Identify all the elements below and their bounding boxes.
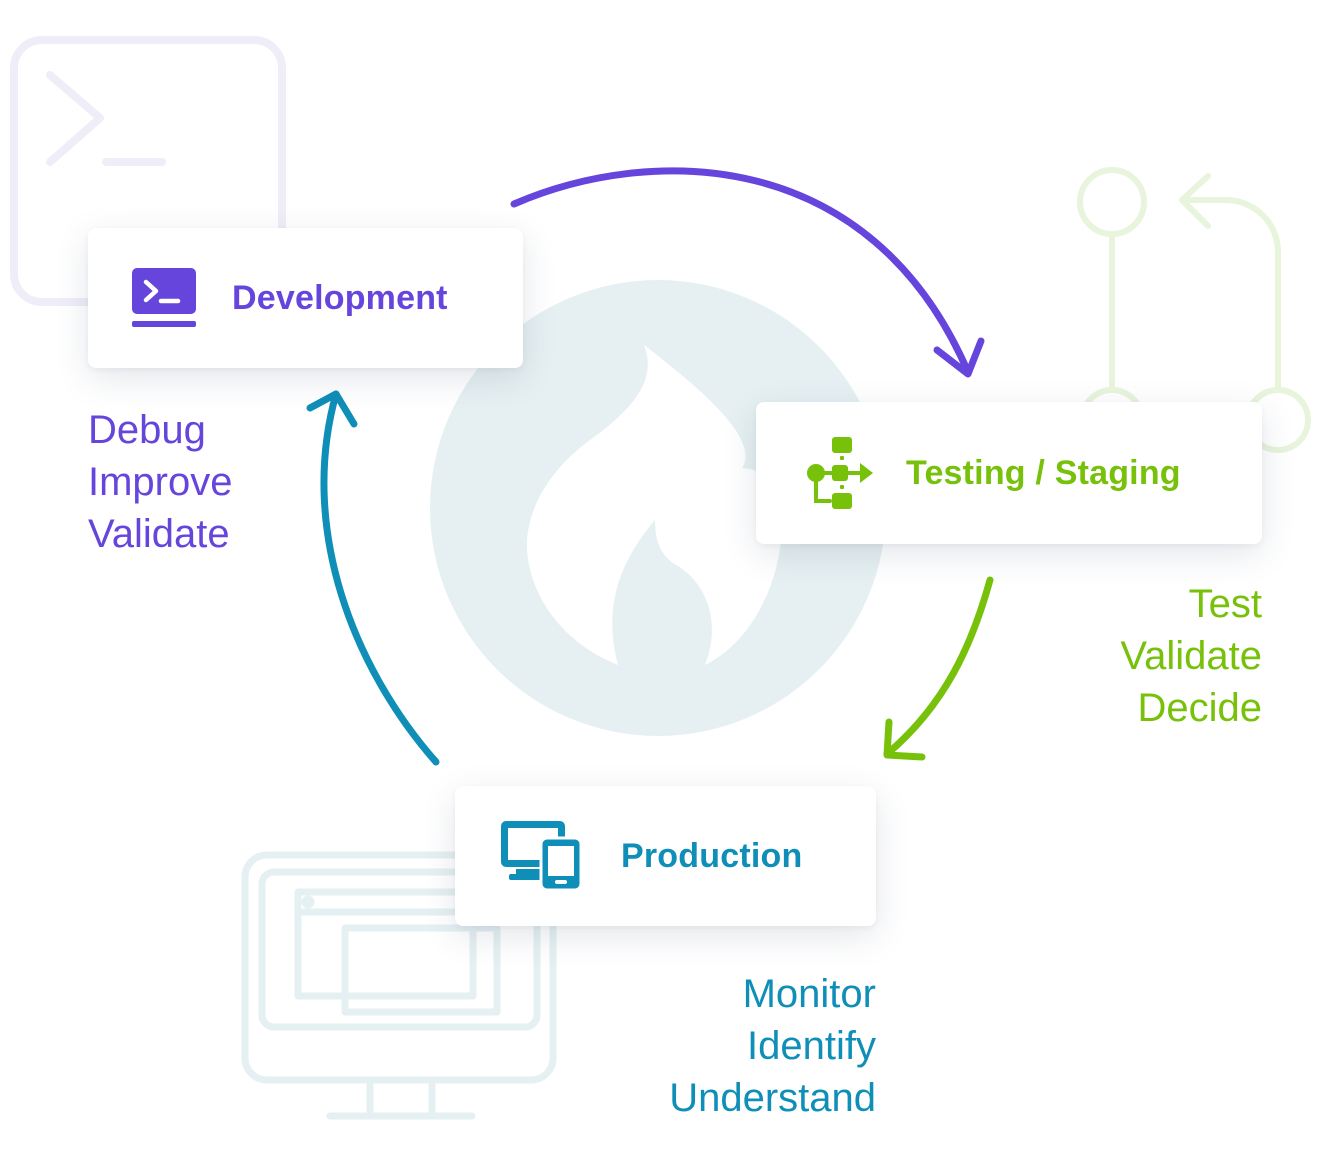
terminal-icon: [132, 268, 196, 327]
development-label: Development: [232, 278, 448, 317]
arrow-development-to-testing: [510, 167, 985, 378]
flame-icon: [526, 345, 782, 665]
arrow-testing-to-production: [883, 576, 994, 761]
testing-notes: Test Validate Decide: [1120, 578, 1262, 734]
production-note: Understand: [669, 1076, 876, 1120]
development-card: Development: [88, 228, 523, 368]
development-note: Improve: [88, 460, 233, 504]
development-notes: Debug Improve Validate: [88, 404, 233, 560]
production-note: Monitor: [742, 972, 876, 1016]
testing-staging-label: Testing / Staging: [906, 453, 1181, 492]
production-card: Production: [455, 786, 876, 926]
production-note: Identify: [747, 1024, 876, 1068]
production-label: Production: [621, 836, 803, 875]
development-note: Debug: [88, 408, 206, 452]
production-notes: Monitor Identify Understand: [669, 968, 876, 1124]
testing-note: Decide: [1137, 686, 1262, 730]
workflow-icon: [807, 437, 873, 509]
devices-icon: [501, 821, 583, 891]
testing-note: Validate: [1120, 634, 1262, 678]
development-note: Validate: [88, 512, 230, 556]
background-monitor-icon: [241, 851, 557, 1120]
testing-note: Test: [1188, 582, 1262, 626]
arrow-production-to-development: [306, 390, 440, 766]
testing-staging-card: Testing / Staging: [756, 402, 1262, 544]
